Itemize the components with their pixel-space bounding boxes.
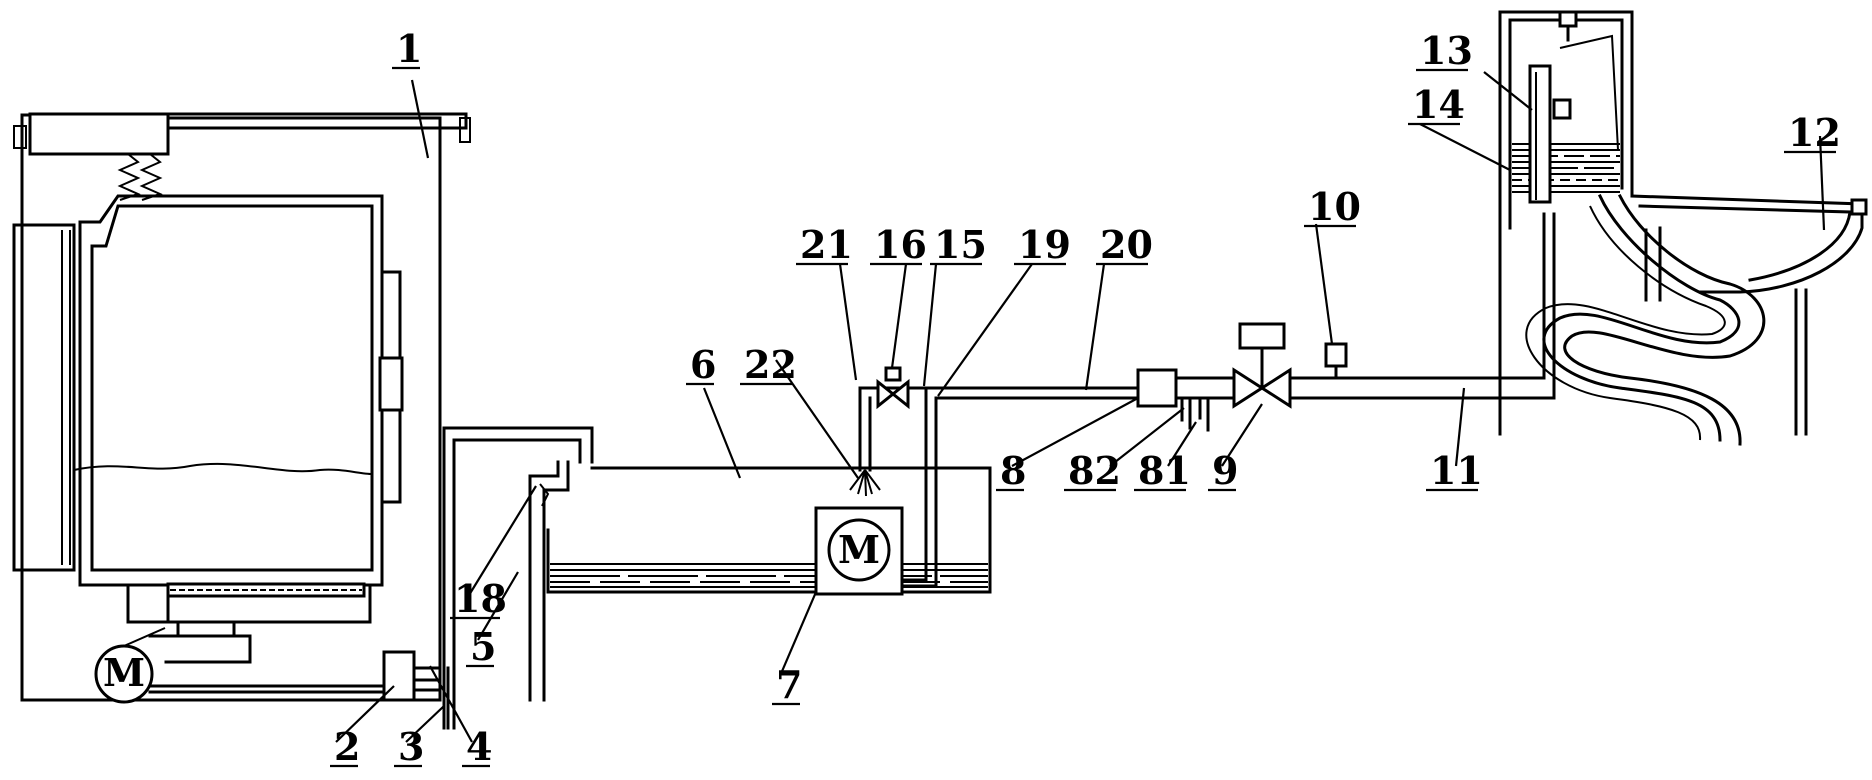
label-5: 5	[470, 624, 496, 669]
cistern-water-level	[1512, 143, 1620, 193]
label-82: 82	[1068, 448, 1121, 493]
washing-machine: M	[12, 112, 471, 704]
label-16: 16	[874, 222, 927, 267]
toilet-trapway	[1542, 194, 1741, 442]
filter-and-valve	[1136, 212, 1556, 432]
toilet-bowl	[1630, 194, 1864, 294]
label-20: 20	[1100, 222, 1153, 267]
drain-assembly	[148, 426, 594, 730]
filter	[1136, 368, 1178, 408]
suspension-spring	[117, 153, 141, 201]
drain-hose	[442, 426, 594, 730]
label-81: 81	[1138, 448, 1191, 493]
washing-machine-cabinet	[20, 113, 442, 702]
label-9: 9	[1212, 448, 1238, 493]
toilet	[1498, 10, 1868, 446]
bypass-valve	[876, 366, 910, 410]
label-2: 2	[334, 724, 360, 769]
spray-nozzle	[849, 469, 881, 497]
leader-lines	[335, 71, 1826, 743]
washing-machine-door	[12, 223, 76, 572]
label-7: 7	[776, 662, 802, 707]
label-6: 6	[690, 342, 716, 387]
water-tank: M	[546, 366, 1140, 596]
label-19: 19	[1018, 222, 1071, 267]
drum-water-level	[73, 462, 373, 475]
label-18: 18	[454, 576, 507, 621]
washing-machine-outer-tub	[78, 194, 384, 587]
label-1: 1	[396, 26, 422, 71]
label-13: 13	[1420, 28, 1473, 73]
overflow-pipe	[528, 460, 570, 702]
label-10: 10	[1308, 184, 1361, 229]
label-14: 14	[1412, 82, 1465, 127]
water-tank-body	[546, 466, 992, 594]
label-11: 11	[1430, 448, 1483, 493]
label-22: 22	[744, 342, 797, 387]
pump-outlet-pipe	[900, 396, 1140, 588]
label-8: 8	[1000, 448, 1026, 493]
washing-machine-control-panel	[28, 112, 170, 156]
label-15: 15	[934, 222, 987, 267]
supply-pipe	[1288, 212, 1546, 380]
washer-motor-symbol: M	[103, 650, 145, 695]
fill-valve	[1528, 64, 1552, 204]
label-12: 12	[1788, 110, 1841, 155]
pressure-sensor	[1324, 342, 1348, 368]
part-labels: 1 2 3 4 5 18 6 22 7 21 16 15 19 20 8 82	[330, 26, 1841, 769]
label-21: 21	[800, 222, 853, 267]
tank-water-level	[550, 563, 988, 588]
label-4: 4	[466, 724, 492, 769]
label-3: 3	[398, 724, 424, 769]
solenoid-valve	[1232, 322, 1292, 409]
washing-machine-drum	[90, 204, 374, 572]
pump-motor-symbol: M	[838, 527, 880, 572]
